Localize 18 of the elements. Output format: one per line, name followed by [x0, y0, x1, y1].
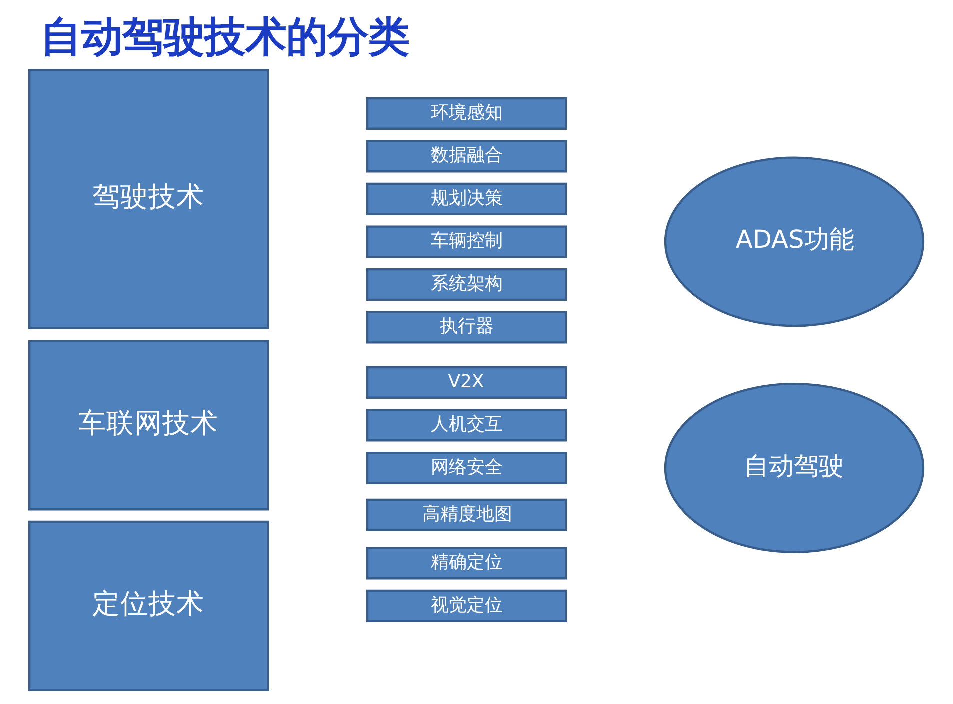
node-box: 人机交互 — [366, 409, 568, 442]
node-box: 驾驶技术 — [28, 69, 270, 330]
node-box: 执行器 — [366, 311, 568, 344]
node-box: 定位技术 — [28, 520, 270, 692]
node-box: 系统架构 — [366, 268, 568, 302]
node-box: 环境感知 — [366, 97, 568, 130]
node-box: V2X — [366, 366, 568, 399]
diagram-title: 自动驾驶技术的分类 — [40, 12, 410, 61]
node-ellipse: ADAS功能 — [664, 156, 925, 328]
node-box: 视觉定位 — [366, 590, 568, 622]
node-ellipse: 自动驾驶 — [664, 382, 925, 554]
node-box: 车辆控制 — [366, 226, 568, 258]
node-box: 精确定位 — [366, 547, 568, 580]
node-box: 高精度地图 — [366, 498, 568, 532]
node-box: 数据融合 — [366, 140, 568, 173]
node-box: 车联网技术 — [28, 340, 270, 511]
node-box: 规划决策 — [366, 182, 568, 216]
node-box: 网络安全 — [366, 452, 568, 484]
